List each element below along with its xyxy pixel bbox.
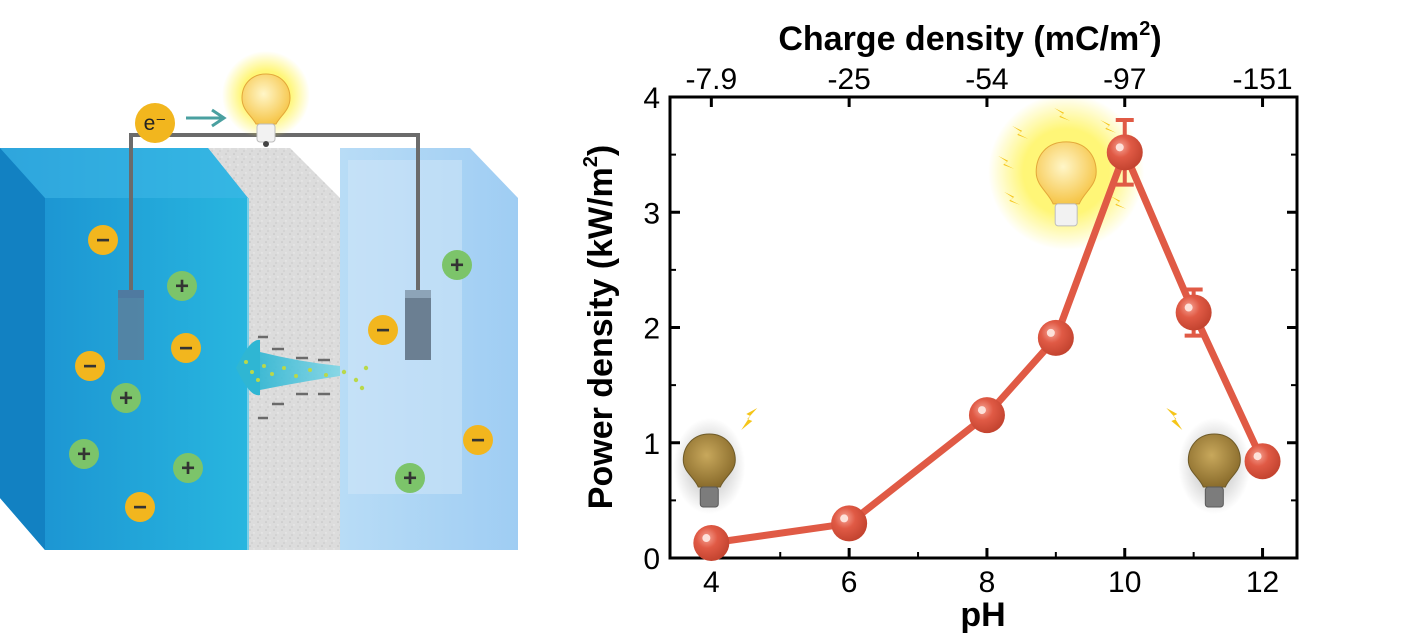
nanopore-icon <box>236 335 369 420</box>
y-tick-label: 4 <box>643 82 660 115</box>
top-tick-label: -54 <box>965 63 1008 96</box>
anion-icon: − <box>125 492 155 522</box>
svg-text:−: − <box>83 353 97 380</box>
arrow-right-icon <box>186 108 227 128</box>
y-tick-label: 0 <box>643 543 660 576</box>
anion-icon: − <box>463 425 493 455</box>
y-tick-label: 3 <box>643 197 660 230</box>
x-tick-label: 8 <box>979 566 996 599</box>
anion-icon: − <box>171 333 201 363</box>
svg-text:−: − <box>471 427 485 454</box>
series-line <box>710 148 1266 547</box>
data-point <box>1106 134 1143 171</box>
data-point-highlight <box>1184 303 1193 312</box>
data-point <box>1175 294 1212 331</box>
data-point-highlight <box>977 406 986 415</box>
x-tick-label: 10 <box>1108 566 1141 599</box>
data-point-highlight <box>840 514 849 523</box>
x-tick-label: 4 <box>703 566 720 599</box>
series-layer <box>693 118 1281 562</box>
ions: −+−−+++−+−−+ <box>69 225 493 522</box>
y-tick-label: 1 <box>643 428 660 461</box>
dim-bulb-icon <box>1166 408 1251 515</box>
svg-text:−: − <box>376 317 390 344</box>
top-tick-label: -7.9 <box>685 63 737 96</box>
x-axis-title: pH <box>960 596 1005 634</box>
cation-icon: + <box>69 439 99 469</box>
electron-label: e⁻ <box>144 112 167 135</box>
data-point <box>968 397 1005 434</box>
cation-icon: + <box>111 383 141 413</box>
cation-icon: + <box>167 271 197 301</box>
svg-text:−: − <box>96 227 110 254</box>
svg-text:+: + <box>181 455 195 482</box>
left-reservoir-top <box>0 148 248 198</box>
data-point <box>693 525 730 562</box>
x-tick-label: 6 <box>841 566 858 599</box>
anion-icon: − <box>88 225 118 255</box>
y-tick-label: 2 <box>643 313 660 346</box>
svg-text:−: − <box>179 335 193 362</box>
data-point <box>1037 319 1074 356</box>
data-point-highlight <box>1046 328 1055 337</box>
electrode-icon <box>405 290 431 360</box>
lightning-icon <box>1166 408 1183 431</box>
data-point-highlight <box>1115 143 1124 152</box>
data-point-highlight <box>1253 452 1262 461</box>
svg-text:+: + <box>175 273 189 300</box>
dim-bulb-icon <box>673 408 758 515</box>
lit-bulb-icon <box>222 51 310 147</box>
lightning-icon <box>1004 191 1021 205</box>
nanofluidic-cell-illustration: e⁻ −+−−+++−+−−+ <box>0 51 518 550</box>
cation-icon: + <box>442 250 472 280</box>
electron-icon: e⁻ <box>135 103 175 143</box>
data-point <box>831 505 868 542</box>
anion-icon: − <box>368 315 398 345</box>
lightning-icon <box>998 155 1015 169</box>
anion-icon: − <box>75 351 105 381</box>
bulb-annotations <box>673 93 1251 515</box>
svg-text:+: + <box>450 252 464 279</box>
svg-text:+: + <box>77 441 91 468</box>
data-point-highlight <box>702 534 711 543</box>
top-tick-label: -97 <box>1103 63 1146 96</box>
left-reservoir-side <box>0 148 45 550</box>
svg-text:−: − <box>133 494 147 521</box>
x-tick-label: 12 <box>1246 566 1279 599</box>
cation-icon: + <box>395 463 425 493</box>
top-tick-label: -25 <box>827 63 870 96</box>
external-circuit <box>118 133 431 360</box>
lightning-icon <box>1100 119 1117 133</box>
data-point <box>1244 443 1281 480</box>
y-axis-title: Power density (kW/m2) <box>580 145 620 509</box>
svg-text:+: + <box>403 465 417 492</box>
lightning-icon <box>741 408 758 431</box>
electrode-icon <box>118 290 144 360</box>
cation-icon: + <box>173 453 203 483</box>
lightning-icon <box>1054 107 1071 121</box>
top-axis-title: Charge density (mC/m2) <box>778 18 1161 58</box>
svg-text:+: + <box>119 385 133 412</box>
top-tick-label: -151 <box>1233 63 1293 96</box>
lightning-icon <box>1110 195 1127 209</box>
